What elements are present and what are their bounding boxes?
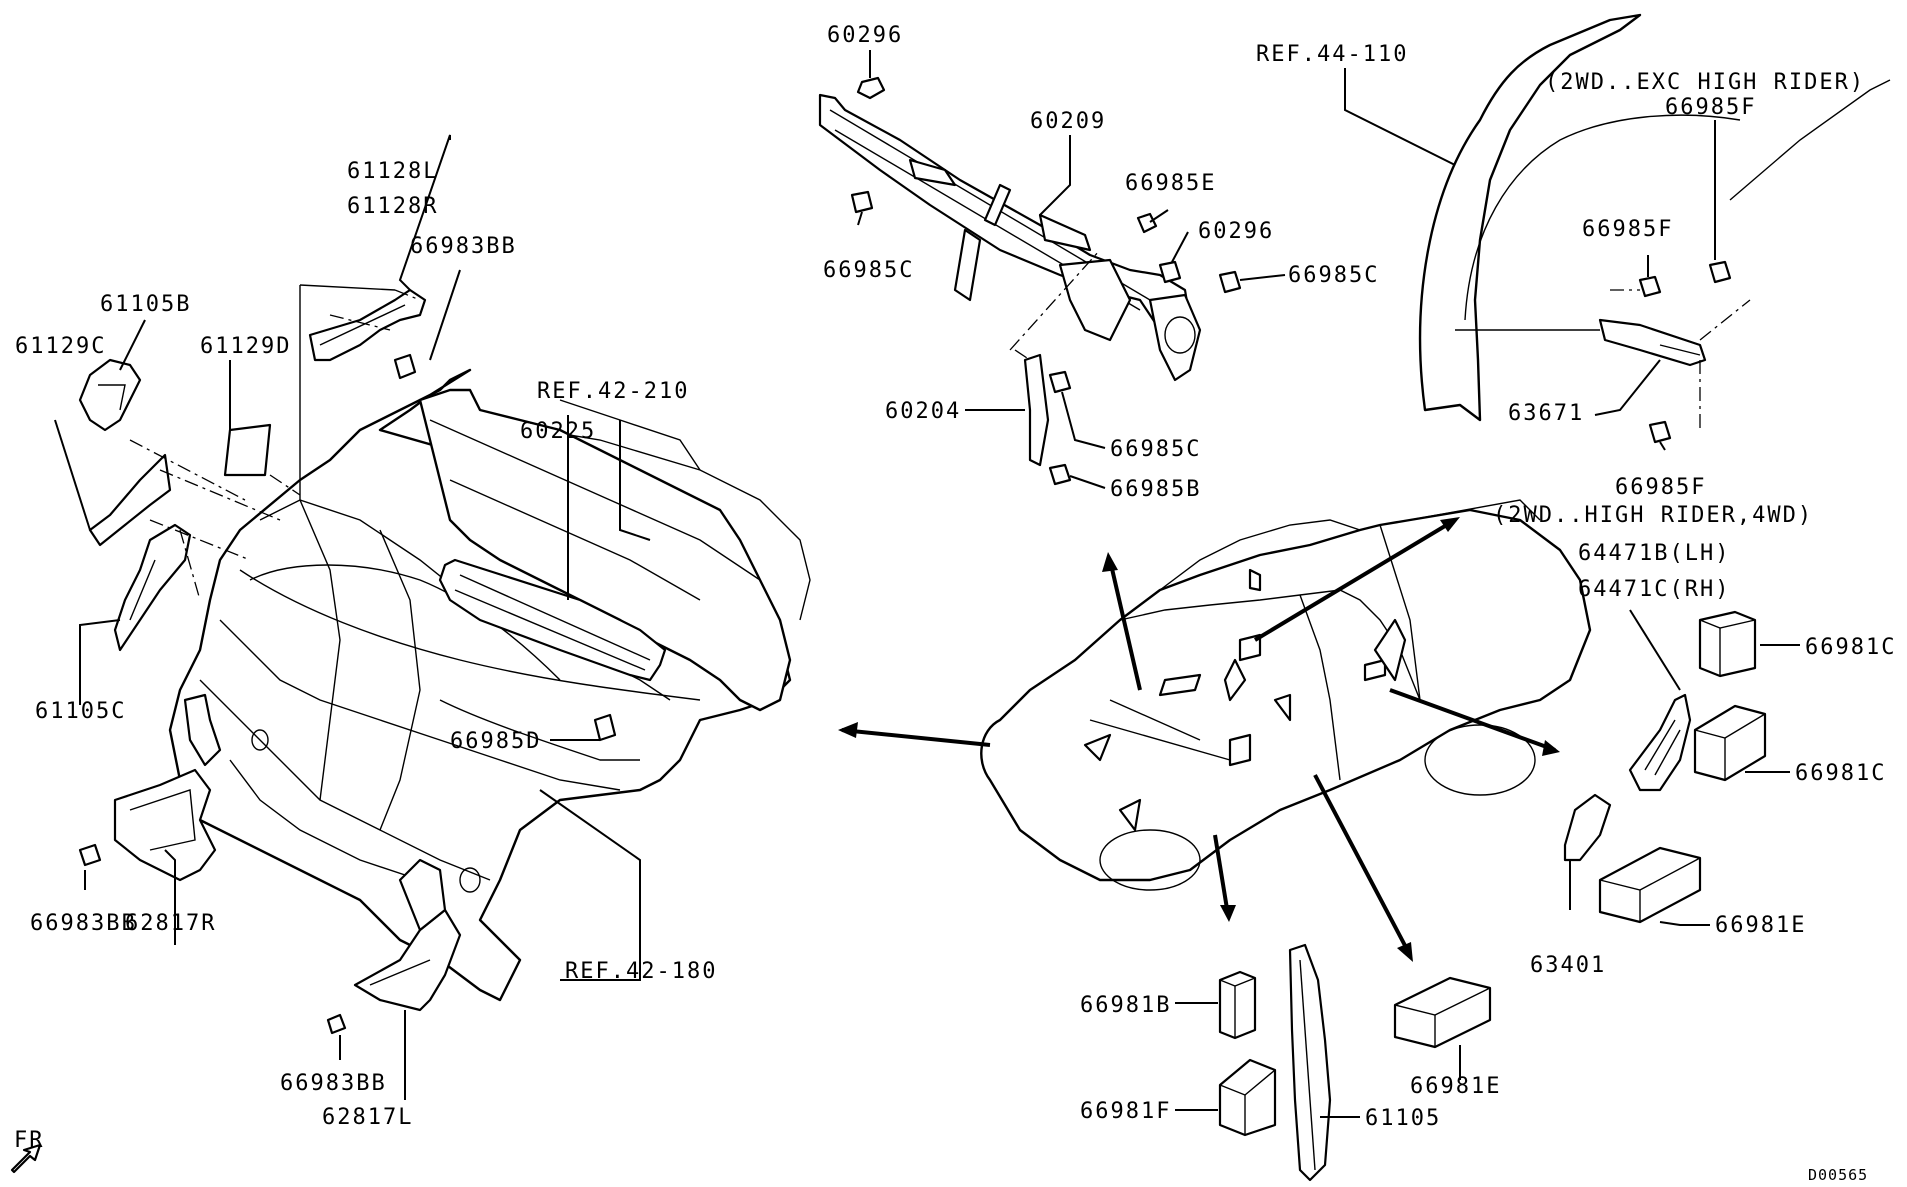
pad-63401 [1563, 793, 1612, 862]
labels: 60296 60209 66985E 60296 66985C 66985C 6… [14, 23, 1896, 1184]
label-60209: 60209 [1030, 109, 1106, 134]
clip-icon [78, 843, 102, 867]
label-66981B: 66981B [1080, 993, 1171, 1018]
pad-61105 [1288, 943, 1332, 1182]
label-66985C-right: 66985C [1288, 263, 1379, 288]
pickup-truck [980, 499, 1592, 891]
label-note-2wd-high: (2WD..HIGH RIDER,4WD) [1493, 503, 1813, 528]
arrow-right-icon [1542, 740, 1560, 756]
label-61129C: 61129C [15, 334, 106, 359]
assembly-lines-left [129, 314, 391, 601]
leader-lines [54, 50, 1800, 1118]
arrow-up-right-icon [1440, 517, 1460, 532]
instrument-panel-beam-60209 [818, 76, 1242, 486]
bolt-icon [1708, 260, 1732, 284]
label-60225: 60225 [520, 419, 596, 444]
label-63671: 63671 [1508, 401, 1584, 426]
label-ref42-210: REF.42-210 [537, 379, 689, 404]
label-66983BB-bot: 66983BB [280, 1071, 387, 1096]
bolt-icon [1648, 420, 1672, 444]
arrow-up-icon [1102, 552, 1118, 572]
foam-66981B [1218, 970, 1257, 1040]
label-62817R: 62817R [125, 911, 216, 936]
foam-66981E-bot [1393, 976, 1492, 1049]
bolt-icon [1136, 212, 1158, 234]
arrow-left-icon [838, 722, 858, 738]
foam-66981E-right [1598, 846, 1702, 924]
label-60296-right: 60296 [1198, 219, 1274, 244]
pad-64471 [1628, 693, 1692, 792]
label-66981E-right: 66981E [1715, 913, 1806, 938]
label-66985B: 66985B [1110, 477, 1201, 502]
fender-arch [1418, 13, 1891, 422]
label-66981C-top: 66981C [1805, 635, 1896, 660]
bolt-icon [1218, 270, 1242, 294]
label-66981F: 66981F [1080, 1099, 1171, 1124]
label-61105C: 61105C [35, 699, 126, 724]
label-66981E-bot: 66981E [1410, 1074, 1501, 1099]
clip-icon [326, 1013, 347, 1035]
label-note-2wd-exc: (2WD..EXC HIGH RIDER) [1545, 70, 1865, 95]
label-66985C-left: 66985C [823, 258, 914, 283]
label-61105B: 61105B [100, 292, 191, 317]
label-61128R: 61128R [347, 194, 438, 219]
arrows [838, 517, 1560, 962]
splash-shield-62817R [78, 693, 222, 882]
label-66985C-mid: 66985C [1110, 437, 1201, 462]
bracket-63671 [1598, 260, 1751, 444]
pad-61105C [113, 523, 192, 652]
label-63401: 63401 [1530, 953, 1606, 978]
label-66983BB-top: 66983BB [410, 234, 517, 259]
label-66985F-mid: 66985F [1582, 217, 1673, 242]
label-66981C-mid: 66981C [1795, 761, 1886, 786]
cowl-panel [418, 388, 792, 712]
arrow-down-icon [1220, 905, 1236, 922]
label-66985E: 66985E [1125, 171, 1216, 196]
clip-icon [393, 353, 417, 380]
label-61105: 61105 [1365, 1106, 1441, 1131]
label-66985D: 66985D [450, 729, 541, 754]
pad-61129D [223, 423, 272, 477]
label-62817L: 62817L [322, 1105, 413, 1130]
cowl-cover-60225 [438, 558, 667, 742]
bolt-icon [1638, 275, 1662, 298]
arrow-front-icon [10, 1143, 42, 1174]
label-60296-top: 60296 [827, 23, 903, 48]
label-60204: 60204 [885, 399, 961, 424]
label-ref44-110: REF.44-110 [1256, 42, 1408, 67]
bolt-icon [1048, 370, 1072, 394]
foam-66981C-mid [1693, 704, 1767, 782]
label-66983BB-left: 66983BB [30, 911, 137, 936]
label-ref42-180: REF.42-180 [565, 959, 717, 984]
label-64471C: 64471C(RH) [1578, 577, 1730, 602]
pad-61105B [78, 358, 142, 432]
label-64471B: 64471B(LH) [1578, 541, 1730, 566]
bolt-icon [850, 190, 874, 214]
label-66985F-top: 66985F [1665, 95, 1756, 120]
nut-icon [856, 76, 886, 100]
bolt-icon [1048, 463, 1072, 486]
splash-shield-62817L [326, 858, 462, 1035]
label-drawing-code: D00565 [1808, 1166, 1868, 1184]
label-fr: FR [14, 1128, 45, 1153]
foam-66981F [1218, 1058, 1277, 1137]
label-61128L: 61128L [347, 159, 438, 184]
label-61129D: 61129D [200, 334, 291, 359]
foam-66981C-top [1698, 610, 1757, 678]
arrow-down-right-icon [1397, 942, 1413, 962]
pad-61129C [88, 453, 172, 547]
nut-icon [1158, 260, 1182, 284]
label-66985F-bot: 66985F [1615, 475, 1706, 500]
front-direction-arrow [10, 1143, 42, 1174]
bolt-icon [593, 713, 617, 742]
